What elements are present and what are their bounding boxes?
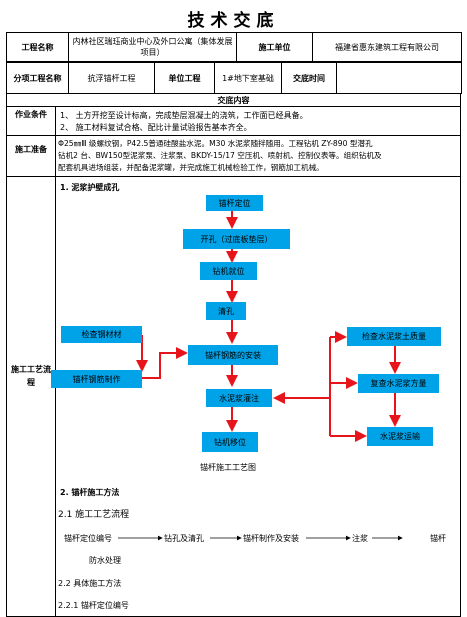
conditions-label: 作业条件: [15, 110, 47, 119]
figure-caption: 锚杆施工工艺图: [200, 463, 256, 472]
flow-step-5: 锚杆: [430, 534, 446, 543]
node-anchor-position: 锚杆定位: [206, 195, 263, 211]
project-name-value: 内林社区瑞珏商业中心及外口公寓（集体发展项目）: [68, 32, 237, 62]
flow-step-4: 注浆: [352, 534, 368, 543]
arrow-make-to-install: [142, 347, 188, 379]
process-label: 施工工艺流程: [11, 365, 51, 387]
node-check-steel: 检查钢材材: [61, 326, 142, 343]
preparation-label: 施工准备: [15, 145, 47, 154]
node-move-drill: 钻机移位: [202, 432, 258, 452]
subsection-2-1: 2.1 施工工艺流程: [58, 510, 130, 520]
subsection-2-2: 2.2 具体施工方法: [58, 579, 122, 588]
construction-unit-label: 施工单位: [236, 32, 313, 62]
flow-step-6: 防水处理: [89, 556, 121, 565]
handover-time-label: 交底时间: [281, 62, 337, 94]
section-2-heading: 2. 锚杆施工方法: [60, 488, 120, 497]
construction-unit-value: 福建省惠东建筑工程有限公司: [312, 32, 462, 62]
preparation-line-3: 配套机具进场组装，并配备泥浆罐，并完成施工机械检验工作，钢筋加工机械。: [58, 163, 324, 172]
unit-project-value: 1#地下室基础: [214, 62, 282, 94]
node-clear-hole: 清孔: [206, 302, 246, 320]
node-drill-in-place: 钻机就位: [200, 262, 257, 280]
node-install-steel: 锚杆钢筋的安装: [188, 345, 278, 365]
conditions-line-2: 2、 施工材料复试合格、配比计量试验报告基本齐全。: [60, 123, 252, 132]
flow-step-1: 锚杆定位编号: [64, 534, 112, 543]
node-grout: 水泥浆灌注: [206, 389, 272, 407]
conditions-line-1: 1、 土方开挖至设计标高，完成垫层混凝土的浇筑，工作面已经具备。: [60, 111, 308, 120]
node-drilling: 开孔（过底板垫层）: [183, 229, 290, 249]
project-name-label: 工程名称: [6, 32, 69, 62]
preparation-line-2: 钻机2 台、BW150型泥浆泵、注浆泵、BKDY-15/17 空压机、喷射机、控…: [58, 151, 382, 160]
preparation-cell: [55, 135, 461, 177]
preparation-line-1: Φ25㎜Ⅲ 级螺纹钢，P42.5普通硅酸盐水泥。M30 水泥浆随拌随用。工程钻机…: [58, 139, 373, 148]
section-1-heading: 1. 泥浆护壁成孔: [60, 183, 120, 192]
node-make-steel: 锚杆钢筋制作: [51, 370, 142, 388]
node-check-cement: 检查水泥浆土质量: [347, 327, 441, 346]
node-recheck-cement: 复查水泥浆方量: [358, 374, 439, 393]
node-transport-cement: 水泥浆运输: [367, 427, 433, 446]
flow-step-3: 锚杆制作及安装: [243, 534, 299, 543]
page-title: 技术交底: [187, 11, 280, 31]
header-table: 工程名称 内林社区瑞珏商业中心及外口公寓（集体发展项目） 施工单位 福建省惠东建…: [6, 32, 462, 62]
flow-step-2: 钻孔及清孔: [164, 534, 204, 543]
subsection-2-2-1: 2.2.1 锚杆定位编号: [58, 601, 129, 610]
